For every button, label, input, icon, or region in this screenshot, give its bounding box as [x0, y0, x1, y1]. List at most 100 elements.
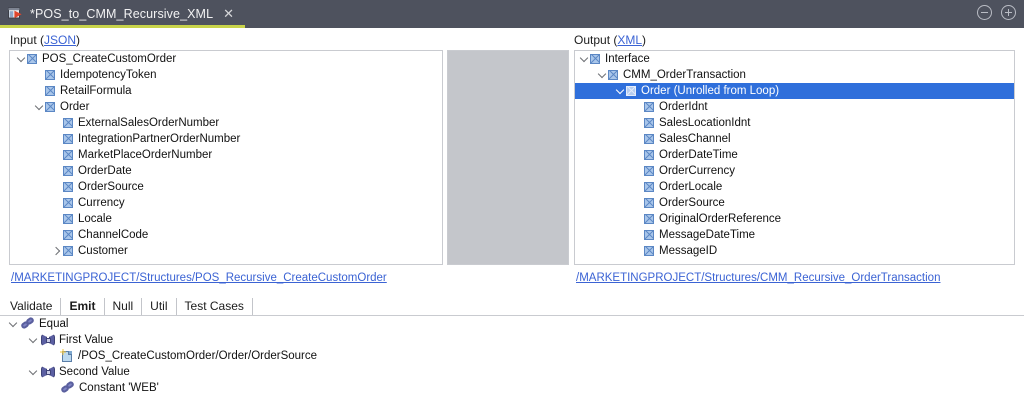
tree-row[interactable]: OrderSource [10, 179, 442, 195]
schema-node-icon [644, 230, 654, 240]
chevron-down-icon[interactable] [8, 316, 21, 332]
tree-item-label: OrderSource [78, 181, 144, 193]
schema-node-icon [644, 182, 654, 192]
tree-row[interactable]: Currency [10, 195, 442, 211]
rule-tree-label: /POS_CreateCustomOrder/Order/OrderSource [78, 350, 318, 362]
schema-node-icon [45, 70, 55, 80]
tree-row[interactable]: ExternalSalesOrderNumber [10, 115, 442, 131]
tree-row[interactable]: SalesChannel [575, 131, 1014, 147]
tab-util[interactable]: Util [142, 298, 177, 316]
tree-row[interactable]: MessageID [575, 243, 1014, 259]
tree-spacer [52, 147, 63, 163]
rule-tree-row[interactable]: /POS_CreateCustomOrder/Order/OrderSource [0, 348, 1024, 364]
tree-row[interactable]: Interface [575, 51, 1014, 67]
add-circle-icon[interactable] [1001, 5, 1016, 20]
tree-item-label: Customer [78, 245, 128, 257]
tab-null[interactable]: Null [105, 298, 143, 316]
tree-row[interactable]: CMM_OrderTransaction [575, 67, 1014, 83]
tree-spacer [34, 67, 45, 83]
input-structure-path-link[interactable]: /MARKETINGPROJECT/Structures/POS_Recursi… [11, 272, 387, 284]
tree-spacer [52, 131, 63, 147]
schema-node-icon [590, 54, 600, 64]
chevron-down-icon[interactable] [615, 83, 626, 99]
rule-tree-row[interactable]: Second Value [0, 364, 1024, 380]
tree-row[interactable]: Locale [10, 211, 442, 227]
tree-item-label: MarketPlaceOrderNumber [78, 149, 213, 161]
chevron-down-icon[interactable] [28, 364, 41, 380]
tree-row[interactable]: IntegrationPartnerOrderNumber [10, 131, 442, 147]
tree-row[interactable]: MessageDateTime [575, 227, 1014, 243]
schema-node-icon [45, 102, 55, 112]
input-caption-prefix: Input ( [10, 33, 45, 47]
tree-row[interactable]: SalesLocationIdnt [575, 115, 1014, 131]
input-format-link[interactable]: JSON [44, 33, 77, 47]
document-icon [60, 348, 74, 363]
tree-row-selected[interactable]: Order (Unrolled from Loop) [575, 83, 1014, 99]
tab-validate[interactable]: Validate [0, 298, 62, 316]
chevron-right-icon[interactable] [52, 243, 63, 259]
tree-row[interactable]: OrderIdnt [575, 99, 1014, 115]
rule-tree-row[interactable]: Constant 'WEB' [0, 380, 1024, 396]
tree-item-label: OrderIdnt [659, 101, 708, 113]
chevron-down-icon[interactable] [16, 51, 27, 67]
tree-row[interactable]: IdempotencyToken [10, 67, 442, 83]
tree-spacer [52, 211, 63, 227]
tree-item-label: Order (Unrolled from Loop) [641, 85, 780, 97]
schema-node-icon [626, 86, 636, 96]
schema-node-icon [644, 198, 654, 208]
output-panel-caption: Output (XML) [574, 33, 646, 47]
link-icon [20, 316, 35, 331]
tree-item-label: RetailFormula [60, 85, 132, 97]
tree-row[interactable]: POS_CreateCustomOrder [10, 51, 442, 67]
schema-node-icon [644, 214, 654, 224]
close-icon[interactable]: ✕ [223, 6, 235, 22]
schema-node-icon [644, 118, 654, 128]
tree-spacer [34, 83, 45, 99]
rule-tree-label: Second Value [59, 366, 130, 378]
tree-item-label: OrderDate [78, 165, 132, 177]
tab-emit[interactable]: Emit [61, 298, 105, 316]
tree-spacer [633, 131, 644, 147]
tree-row[interactable]: OrderCurrency [575, 163, 1014, 179]
schema-node-icon [45, 86, 55, 96]
schema-node-icon [644, 166, 654, 176]
tree-row[interactable]: OriginalOrderReference [575, 211, 1014, 227]
schema-node-icon [63, 150, 73, 160]
tree-row[interactable]: Customer [10, 243, 442, 259]
tree-row[interactable]: ChannelCode [10, 227, 442, 243]
chevron-down-icon[interactable] [597, 67, 608, 83]
tree-row[interactable]: OrderSource [575, 195, 1014, 211]
chevron-down-icon[interactable] [34, 99, 45, 115]
tree-item-label: OrderDateTime [659, 149, 738, 161]
tree-row[interactable]: MarketPlaceOrderNumber [10, 147, 442, 163]
schema-node-icon [63, 166, 73, 176]
output-structure-path-link[interactable]: /MARKETINGPROJECT/Structures/CMM_Recursi… [576, 272, 941, 284]
chevron-down-icon[interactable] [579, 51, 590, 67]
rule-tree-row[interactable]: Equal [0, 316, 1024, 332]
tree-row[interactable]: OrderDateTime [575, 147, 1014, 163]
chevron-down-icon[interactable] [28, 332, 41, 348]
tree-spacer [52, 163, 63, 179]
schema-node-icon [27, 54, 37, 64]
tree-row[interactable]: Order [10, 99, 442, 115]
output-caption-suffix: ) [642, 33, 647, 47]
tree-spacer [633, 227, 644, 243]
rule-tree-row[interactable]: First Value [0, 332, 1024, 348]
schema-node-icon [644, 150, 654, 160]
tree-row[interactable]: RetailFormula [10, 83, 442, 99]
mapping-grid[interactable] [447, 50, 569, 265]
editor-tab-pos-to-cmm[interactable]: *POS_to_CMM_Recursive_XML ✕ [0, 0, 246, 28]
tree-row[interactable]: OrderDate [10, 163, 442, 179]
schema-node-icon [63, 182, 73, 192]
output-format-link[interactable]: XML [617, 33, 643, 47]
link-icon [60, 380, 75, 395]
tree-item-label: OrderCurrency [659, 165, 736, 177]
tree-row[interactable]: OrderLocale [575, 179, 1014, 195]
tree-item-label: IntegrationPartnerOrderNumber [78, 133, 241, 145]
tab-test-cases[interactable]: Test Cases [177, 298, 253, 316]
minimize-circle-icon[interactable] [977, 5, 992, 20]
